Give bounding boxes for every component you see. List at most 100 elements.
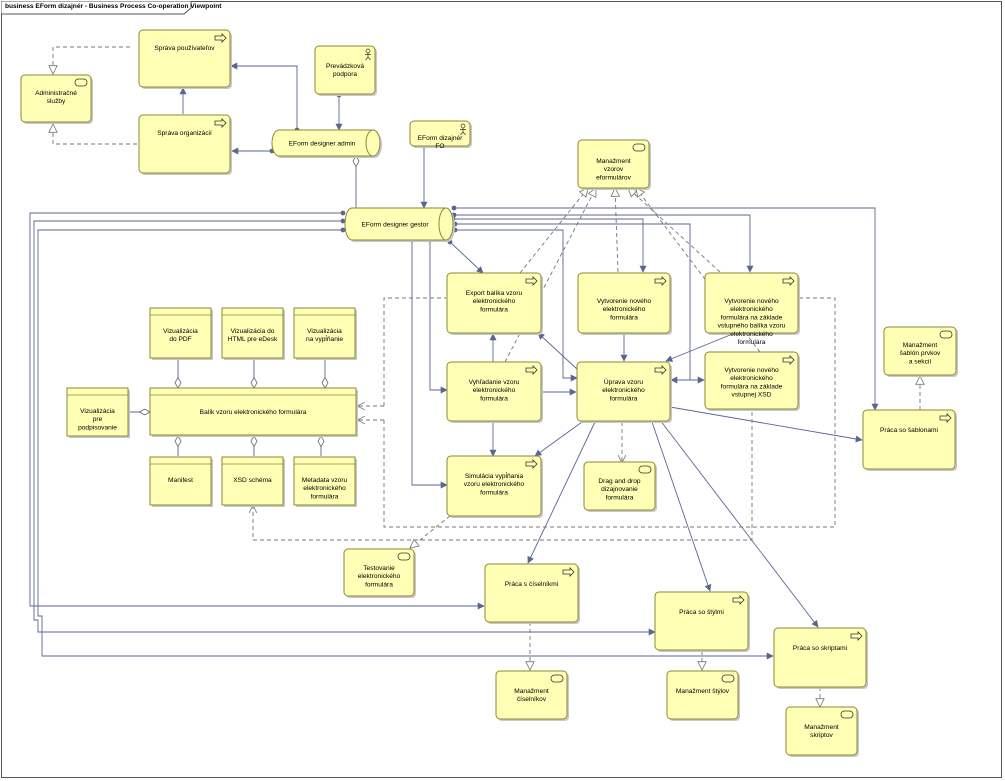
node-praca-s-ciselnikmi-label: Práca s číselníkmi [505,581,559,588]
node-manifest-label: Manifest [168,477,193,484]
node-eform-designer-admin-label: EForm designer admin [289,140,356,147]
diagram-title: business EForm dizajnér - Business Proce… [5,3,222,10]
realization-admin-pouzivatelia [53,46,130,74]
flow-gestor-simulacia [409,237,448,489]
access-dashed-frame [383,297,836,528]
access-export-balik [383,297,446,406]
flow-uprava-ciselniky [527,421,596,564]
realization-vyhladanie-manazment [504,188,596,363]
flow-uprava-sablony [669,406,863,443]
node-praca-so-stylmi[interactable]: Práca so štýlmi [654,591,750,652]
realization-admin-organizacie [53,124,137,145]
flow-gestor-styly [33,218,656,636]
node-sprava-pouzivatelov-label: Správa používateľov [154,45,215,52]
node-xsd-schema[interactable]: XSD schéma [221,456,285,507]
node-sprava-organizacii[interactable]: Správa organizácií [138,114,232,175]
node-praca-so-skriptami-label: Práca so skriptami [793,645,848,652]
flow-admin-pouzivatelia [230,62,300,133]
flow-gestor-ciselniky [29,210,485,610]
realization-vytvorenie-manazment [615,188,618,273]
node-praca-so-sablonami[interactable]: Práca so šablonami [862,409,957,471]
node-praca-so-skriptami[interactable]: Práca so skriptami [773,627,868,689]
access-xsd-manazment-side [253,412,753,541]
node-manazment-stylov[interactable]: Manažment štýlov [666,670,740,721]
flow-gestor-export [447,239,484,274]
node-praca-so-sablonami-label: Práca so šablonami [880,427,938,434]
node-eform-designer-admin[interactable]: EForm designer admin [271,129,382,158]
node-praca-s-ciselnikmi[interactable]: Práca s číselníkmi [484,563,580,624]
flow-balik-uprava [665,332,736,362]
flow-uprava-simulacia [534,421,583,457]
node-xsd-schema-label: XSD schéma [233,477,272,484]
connections [29,46,920,707]
flow-uprava-skripty [659,419,819,628]
flow-gestor-vytvorenie [450,216,647,273]
node-eform-designer-gestor-label: EForm designer gestor [361,221,429,228]
node-eform-designer-gestor[interactable]: EForm designer gestor [344,207,455,242]
node-balik-vzoru[interactable]: Balík vzoru elektronického formulára [149,387,358,437]
realization-export-manazment [519,188,588,274]
node-sprava-pouzivatelov[interactable]: Správa používateľov [138,29,232,89]
realization-simulacia-testovanie [410,515,451,548]
diagram-title-tab: business EForm dizajnér - Business Proce… [1,1,221,15]
node-balik-vzoru-label: Balík vzoru elektronického formulára [200,409,307,416]
node-manifest[interactable]: Manifest [149,456,213,507]
flow-uprava-export [537,332,579,371]
flow-gestor-skripty [37,227,774,660]
flow-uprava-styly [651,421,712,592]
title-tab-shape [1,1,192,15]
realization-xsd-manazment [636,188,761,353]
node-sprava-organizacii-label: Správa organizácií [157,130,212,137]
flow-gestor-sablony [451,205,879,411]
realization-balik-manazment [628,188,721,273]
flow-gestor-vyhladanie [427,237,448,394]
node-manazment-stylov-label: Manažment štýlov [676,688,730,695]
